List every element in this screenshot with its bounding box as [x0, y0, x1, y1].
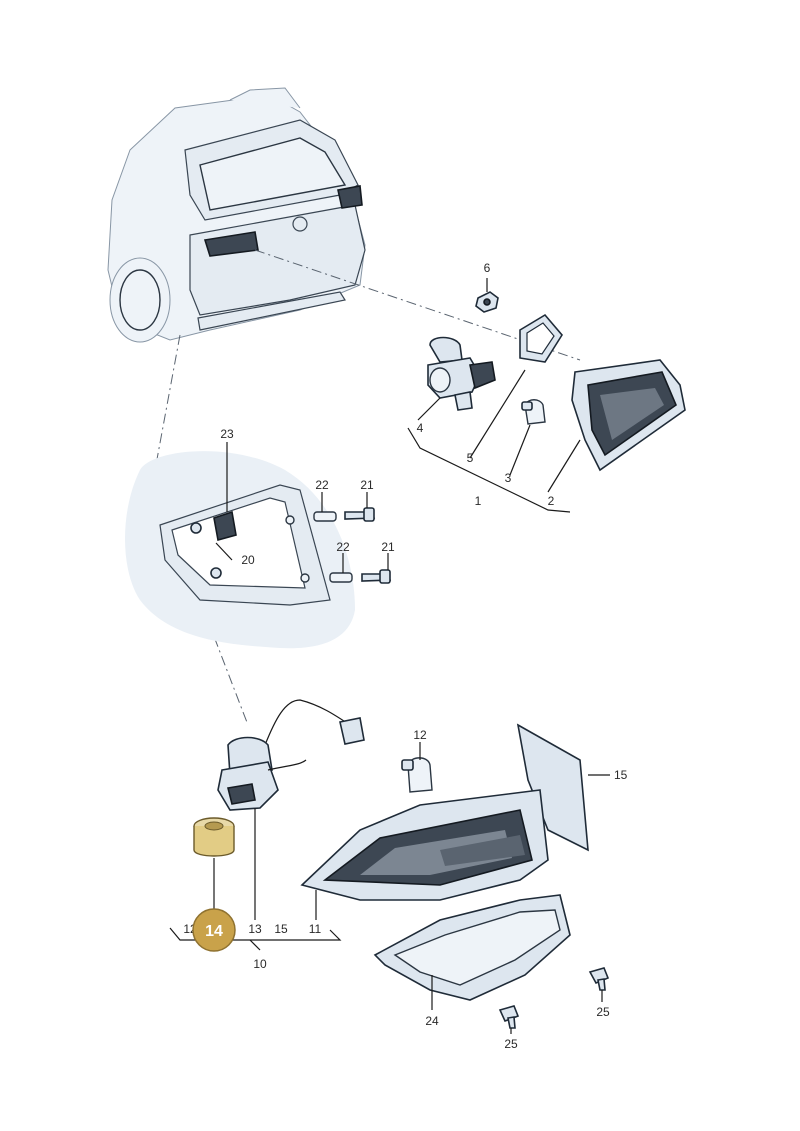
part-12-bulb-lower	[401, 757, 433, 793]
part-2-tail-light-inner	[571, 359, 686, 472]
part-4-bulb-holder	[427, 336, 496, 411]
callout-6: 6	[484, 261, 491, 275]
callout-3: 3	[505, 471, 512, 485]
callout-5: 5	[467, 451, 474, 465]
callout-25-left: 25	[504, 1037, 518, 1051]
group-1-bracket	[407, 427, 571, 513]
callout-25-right: 25	[596, 1005, 610, 1019]
callout-12-bulb: 12	[413, 728, 427, 742]
part-13-wiring-harness	[217, 699, 365, 811]
part-25-screw-left	[498, 1005, 520, 1029]
part-3-bulb	[521, 399, 546, 425]
part-21-screw-upper	[344, 507, 376, 522]
callout-2: 2	[548, 494, 555, 508]
part-22-screw-lower	[329, 572, 353, 583]
callout-15-cover: 15	[614, 768, 628, 782]
leader-lines	[169, 278, 610, 1034]
callout-13: 13	[248, 922, 262, 936]
callout-21-lower: 21	[381, 540, 395, 554]
callout-21-upper: 21	[360, 478, 374, 492]
part-6-nut	[475, 291, 499, 313]
part-24-bracket	[373, 894, 571, 1001]
part-25-screw-right	[588, 967, 610, 991]
vehicle-rear-illustration	[107, 87, 366, 343]
callout-15-group: 15	[274, 922, 288, 936]
callout-20: 20	[241, 553, 255, 567]
detail-bubble	[125, 451, 355, 649]
callout-14: 14	[205, 923, 223, 940]
part-11-tail-light-outer	[300, 789, 549, 901]
callout-23: 23	[220, 427, 234, 441]
callout-11: 11	[309, 922, 322, 936]
callout-14-badge	[192, 908, 236, 952]
part-15-cover	[516, 723, 589, 852]
part-14-grommet	[193, 817, 235, 857]
callout-22-upper: 22	[315, 478, 329, 492]
callout-labels: 6 4 5 3 1 2 23 22 21 22 21 20 12 15 12 1…	[183, 261, 627, 1051]
callout-4: 4	[417, 421, 424, 435]
callout-10: 10	[253, 957, 267, 971]
part-21-screw-lower	[361, 569, 392, 584]
callout-24: 24	[425, 1014, 439, 1028]
callout-1: 1	[475, 494, 482, 508]
part-22-screw-upper	[313, 511, 337, 522]
part-5-gasket	[519, 313, 563, 363]
callout-22-lower: 22	[336, 540, 350, 554]
